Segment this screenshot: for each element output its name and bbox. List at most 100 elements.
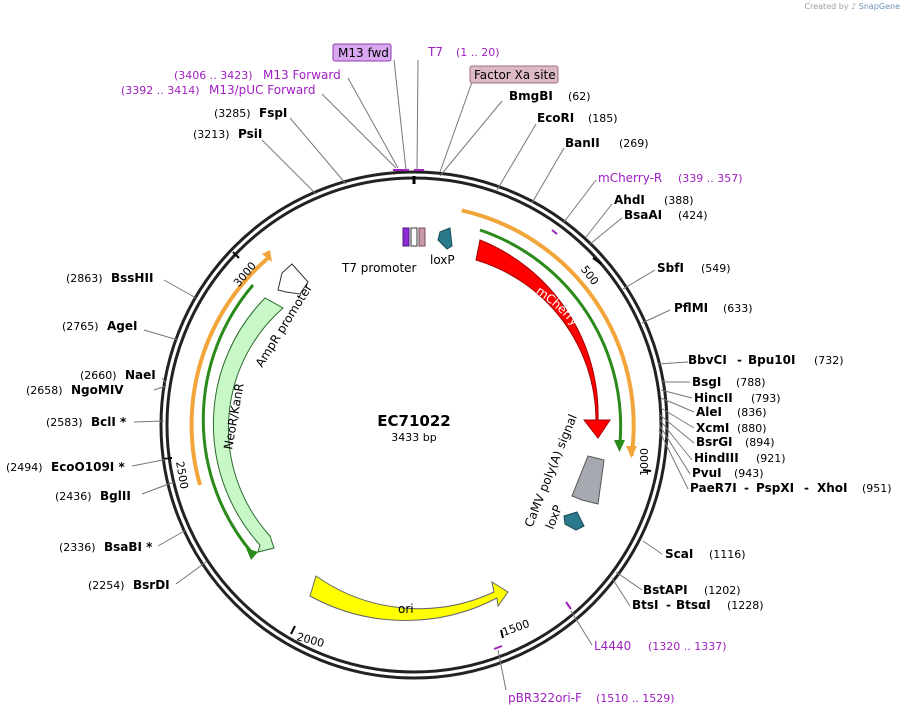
site-pflmi-pos: (633) bbox=[723, 302, 753, 315]
site-naei-pos: (2660) bbox=[80, 369, 117, 382]
site-hincii[interactable]: HincII(793) bbox=[694, 391, 781, 405]
site-bsgi-pos: (788) bbox=[736, 376, 766, 389]
site-bsgi[interactable]: BsgI(788) bbox=[692, 375, 766, 389]
site-pflmi[interactable]: PflMI(633) bbox=[674, 301, 753, 315]
leader-naei bbox=[161, 377, 167, 384]
primer-pbr322ori-f-name[interactable]: pBR322ori-F bbox=[508, 691, 582, 705]
site-ecori[interactable]: EcoRI(185) bbox=[537, 111, 618, 125]
primer-l4440-name[interactable]: L4440 bbox=[594, 639, 631, 653]
factor-xa-text: Factor Xa site bbox=[474, 68, 556, 82]
boxed-label-m13-fwd[interactable]: M13 fwd bbox=[332, 43, 392, 62]
site-bsrgi[interactable]: BsrGI(894) bbox=[696, 435, 775, 449]
site-sbfi[interactable]: SbfI(549) bbox=[657, 261, 731, 275]
site-bcli-pos: (2583) bbox=[46, 416, 83, 429]
site-scai-name: ScaI bbox=[665, 547, 693, 561]
leader-bsrdi bbox=[175, 561, 207, 585]
site-paer7i-name: PaeR7I bbox=[690, 481, 737, 495]
leader-ecori bbox=[496, 123, 537, 191]
primer-mcherry-r-name[interactable]: mCherry-R bbox=[598, 171, 662, 185]
site-fspi-pos: (3285) bbox=[214, 107, 251, 120]
site-bsshii[interactable]: (2863)BssHII bbox=[66, 271, 153, 285]
site-naei[interactable]: (2660)NaeI bbox=[80, 368, 156, 382]
feature-t7-promoter[interactable] bbox=[402, 227, 426, 247]
site-xcmi-name: XcmI bbox=[696, 421, 729, 435]
site-btsi-name: BtsI bbox=[632, 598, 659, 612]
boxed-label-factor-xa[interactable]: Factor Xa site bbox=[469, 65, 559, 84]
site-separator: - bbox=[804, 481, 809, 495]
site-banii[interactable]: BanII(269) bbox=[565, 136, 649, 150]
orf-arcs bbox=[189, 208, 637, 560]
watermark-created-by: Created by bbox=[804, 2, 849, 11]
tick-label-2500: 2500 bbox=[173, 460, 191, 490]
primer-m13-forward-name[interactable]: M13 Forward bbox=[263, 68, 341, 82]
site-bsrgi-name: BsrGI bbox=[696, 435, 733, 449]
site-xcmi[interactable]: XcmI (880) bbox=[696, 421, 767, 435]
site-bmgbi[interactable]: BmgBI (62) bbox=[509, 89, 591, 103]
t7-promoter-bar-pink bbox=[418, 227, 426, 247]
leader-bsrgi bbox=[659, 414, 695, 444]
site-agei-name: AgeI bbox=[107, 319, 137, 333]
site-bcli[interactable]: (2583)BclI * bbox=[46, 415, 127, 429]
site-pvui[interactable]: PvuI(943) bbox=[692, 466, 764, 480]
primer-mark-pbr322ori-f bbox=[493, 645, 503, 650]
site-bsaai[interactable]: BsaAI(424) bbox=[624, 208, 708, 222]
tick-label-3000: 3000 bbox=[231, 259, 259, 289]
plasmid-size: 3433 bp bbox=[391, 431, 436, 444]
feature-loxp-top[interactable] bbox=[437, 227, 453, 250]
leader-pvui bbox=[659, 425, 691, 475]
site-bsrdi[interactable]: (2254)BsrDI bbox=[88, 578, 170, 592]
primer-t7-name[interactable]: T7 bbox=[427, 45, 443, 59]
site-ecoo109i-pos: (2494) bbox=[6, 461, 43, 474]
site-ahdi[interactable]: AhdI(388) bbox=[614, 193, 694, 207]
site-bmgbi-name: BmgBI bbox=[509, 89, 553, 103]
site-paer7i-pspxi-xhoi[interactable]: PaeR7I - PspXI - XhoI (951) bbox=[690, 481, 892, 495]
site-ngomiv[interactable]: (2658)NgoMIV bbox=[26, 383, 124, 397]
site-bsabi[interactable]: (2336)BsaBI * bbox=[59, 540, 153, 554]
snapgene-watermark: Created by ♪ SnapGene bbox=[805, 2, 900, 11]
site-ecoo109i[interactable]: (2494)EcoO109I * bbox=[6, 460, 125, 474]
primer-m13-puc-forward-pos: (3392 .. 3414) bbox=[121, 84, 200, 97]
primer-l4440-pos: (1320 .. 1337) bbox=[648, 640, 727, 653]
primer-m13-puc-forward-name[interactable]: M13/pUC Forward bbox=[209, 83, 316, 97]
feature-loxp-bottom[interactable] bbox=[563, 511, 585, 531]
primer-mark-l4440 bbox=[565, 601, 572, 610]
site-bmgbi-pos: (62) bbox=[568, 90, 591, 103]
site-psii[interactable]: (3213)PsiI bbox=[193, 127, 262, 141]
site-bsabi-pos: (2336) bbox=[59, 541, 96, 554]
site-sbfi-name: SbfI bbox=[657, 261, 684, 275]
site-bstapi[interactable]: BstAPI(1202) bbox=[643, 583, 741, 597]
site-hindiii[interactable]: HindIII(921) bbox=[694, 451, 786, 465]
t7-promoter-bar-white bbox=[410, 227, 418, 247]
site-xcmi-pos: (880) bbox=[737, 422, 767, 435]
site-scai[interactable]: ScaI(1116) bbox=[665, 547, 746, 561]
site-pspxi-name: PspXI bbox=[756, 481, 794, 495]
leader-sbfi bbox=[622, 269, 656, 290]
feature-ampr-promoter[interactable] bbox=[277, 263, 309, 295]
feature-camv-polya[interactable] bbox=[571, 455, 605, 505]
primer-mcherry-r-pos: (339 .. 357) bbox=[678, 172, 743, 185]
site-bbvci-bpu10i[interactable]: BbvCI - Bpu10I (732) bbox=[688, 353, 844, 367]
site-fspi[interactable]: (3285) FspI bbox=[214, 106, 287, 120]
site-hincii-name: HincII bbox=[694, 391, 733, 405]
leader-l4440 bbox=[570, 610, 593, 646]
feature-ori[interactable] bbox=[309, 575, 509, 621]
feature-neor-kanr[interactable] bbox=[212, 297, 284, 553]
sites-left: (3285) FspI (3213)PsiI (2863)BssHII (2765… bbox=[6, 106, 287, 592]
site-btsi-btsai[interactable]: BtsI - BtsαI (1228) bbox=[632, 598, 764, 612]
site-bstapi-pos: (1202) bbox=[704, 584, 741, 597]
tick-500 bbox=[592, 257, 602, 265]
leader-alei bbox=[660, 397, 695, 413]
site-separator: - bbox=[737, 353, 742, 367]
site-ecori-name: EcoRI bbox=[537, 111, 574, 125]
leader-bbvci bbox=[657, 361, 689, 365]
site-fspi-name: FspI bbox=[259, 106, 287, 120]
leader-factor-xa bbox=[439, 81, 473, 173]
site-agei[interactable]: (2765)AgeI bbox=[62, 319, 137, 333]
orf-arrowhead-left-green bbox=[246, 548, 258, 560]
site-alei[interactable]: AleI(836) bbox=[696, 405, 767, 419]
site-bsshii-name: BssHII bbox=[111, 271, 153, 285]
feature-mcherry[interactable] bbox=[475, 239, 611, 439]
site-bglii[interactable]: (2436)BglII bbox=[55, 489, 131, 503]
leader-ahdi bbox=[585, 203, 613, 238]
